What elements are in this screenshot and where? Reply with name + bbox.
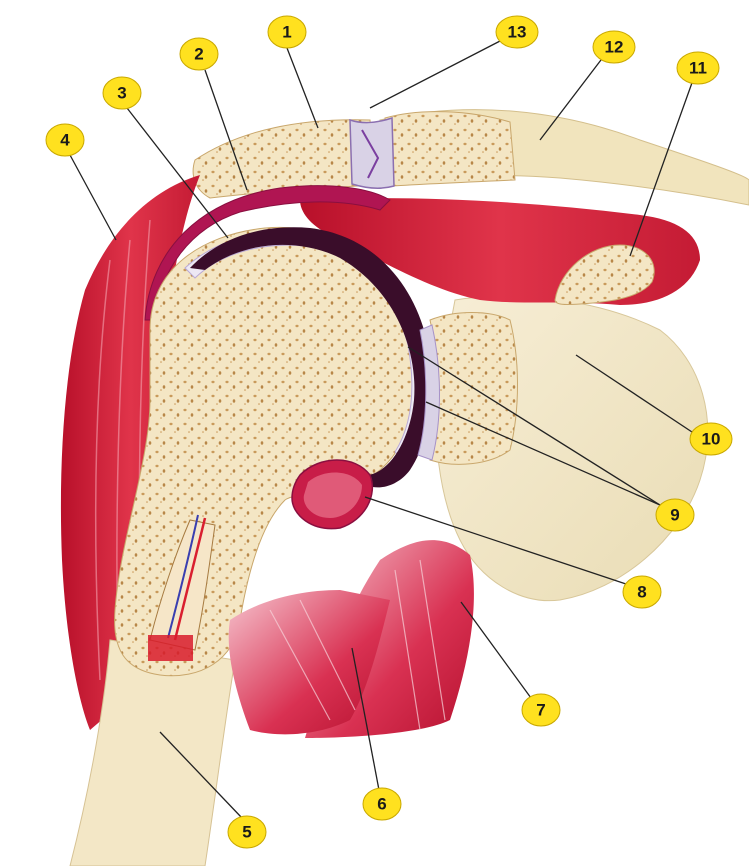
label-11: 11 (676, 51, 720, 85)
label-12: 12 (592, 30, 636, 64)
svg-text:7: 7 (536, 701, 545, 720)
coracoid-process (554, 244, 655, 305)
acromion (192, 119, 376, 199)
label-9: 9 (655, 498, 695, 532)
vein (167, 514, 199, 639)
svg-text:11: 11 (689, 59, 707, 78)
axillary-recess-inner (303, 472, 362, 518)
label-13: 13 (495, 15, 539, 49)
svg-text:9: 9 (670, 506, 679, 525)
svg-text:1: 1 (282, 23, 291, 42)
subacromial-bursa (144, 185, 391, 321)
clavicle-cut-surface (384, 111, 516, 187)
label-4: 4 (45, 123, 85, 157)
label-10: 10 (689, 422, 733, 456)
ac-joint-cleft (361, 129, 380, 179)
label-7: 7 (521, 693, 561, 727)
svg-text:10: 10 (702, 430, 721, 449)
label-8: 8 (622, 575, 662, 609)
label-2: 2 (179, 37, 219, 71)
svg-text:13: 13 (508, 23, 527, 42)
svg-text:6: 6 (377, 795, 386, 814)
label-6: 6 (362, 787, 402, 821)
label-3: 3 (102, 76, 142, 110)
artery (173, 517, 207, 641)
svg-text:2: 2 (194, 45, 203, 64)
label-1: 1 (267, 15, 307, 49)
glenoid-labrum (417, 324, 440, 461)
svg-text:4: 4 (60, 131, 70, 150)
humerus-shaft (69, 639, 236, 866)
svg-text:12: 12 (605, 38, 624, 57)
label-5: 5 (227, 815, 267, 849)
svg-text:5: 5 (242, 823, 251, 842)
joint-cavity (190, 227, 432, 488)
muscle-fibres (269, 559, 446, 731)
svg-text:8: 8 (637, 583, 646, 602)
svg-text:3: 3 (117, 84, 126, 103)
acromioclavicular-joint-disc (349, 116, 395, 189)
marrow-cut (148, 635, 193, 661)
leader-lines (69, 39, 694, 819)
